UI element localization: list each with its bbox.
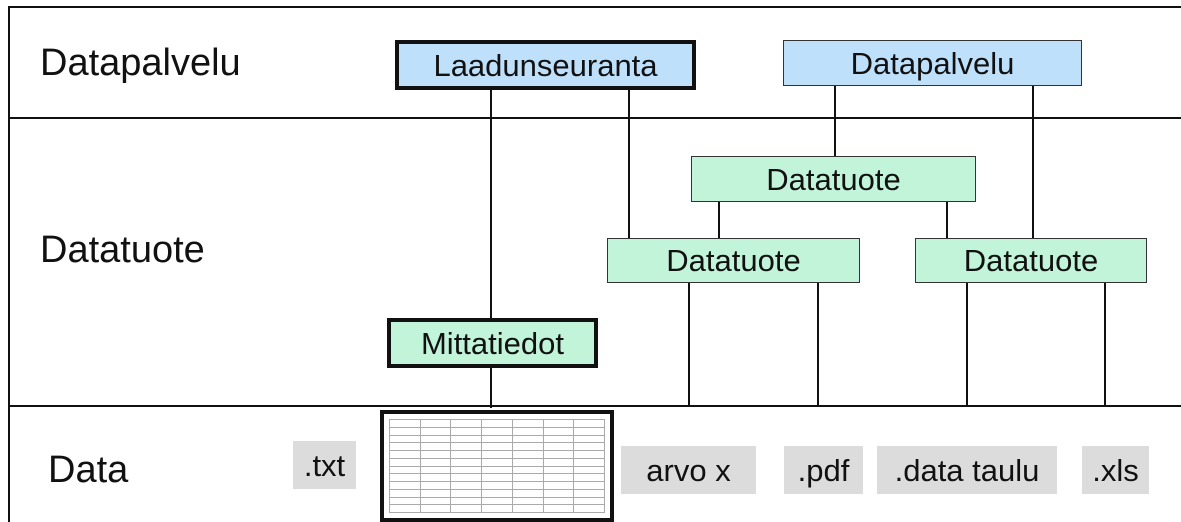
connector-right-to-data-1 — [966, 281, 968, 407]
layer-divider-lower — [8, 405, 1181, 407]
connector-quality-to-measurements — [490, 86, 492, 408]
connector-left-to-data-2 — [817, 281, 819, 407]
service-box-data-service: Datapalvelu — [783, 40, 1082, 86]
connector-top-to-left — [718, 200, 720, 240]
frame-top — [8, 6, 1181, 8]
connector-top-to-right — [946, 200, 948, 240]
product-box-left: Datatuote — [607, 238, 860, 283]
data-item-pdf: .pdf — [784, 446, 863, 494]
data-item-txt: .txt — [293, 441, 356, 489]
product-box-measurements: Mittatiedot — [387, 318, 598, 368]
data-item-xls: .xls — [1082, 446, 1149, 494]
connector-service-to-product-top — [834, 84, 836, 158]
product-box-right: Datatuote — [915, 238, 1147, 283]
frame-left — [8, 6, 10, 522]
layer-label-data: Data — [48, 449, 129, 491]
layer-divider-upper — [8, 117, 1181, 119]
product-box-top: Datatuote — [691, 156, 976, 202]
layer-label-product: Datatuote — [40, 229, 205, 271]
data-table-thumbnail-grid — [389, 419, 605, 513]
service-box-quality-monitoring: Laadunseuranta — [395, 40, 696, 90]
data-item-value: arvo x — [621, 446, 756, 494]
data-table-thumbnail — [380, 410, 614, 522]
connector-right-to-data-2 — [1104, 281, 1106, 407]
connector-quality-to-product-left — [628, 86, 630, 240]
connector-service-to-product-right — [1032, 84, 1034, 240]
connector-left-to-data-1 — [688, 281, 690, 407]
data-item-data-table: .data taulu — [877, 446, 1057, 494]
layer-label-service: Datapalvelu — [40, 42, 241, 84]
